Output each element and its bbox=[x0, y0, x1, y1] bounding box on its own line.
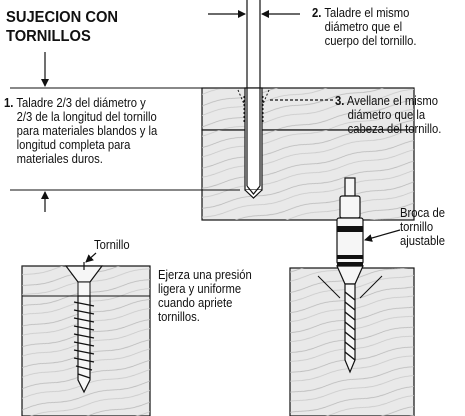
step-1-line-2: 2/3 de la longitud del tornillo bbox=[16, 110, 157, 124]
pressure-note-line-4: tornillos. bbox=[158, 310, 200, 324]
step-1-line-3: para materiales blandos y la bbox=[16, 124, 158, 138]
depth-dimension bbox=[10, 52, 240, 212]
step-2-number: 2. bbox=[312, 6, 322, 20]
adjustable-screw-bit bbox=[317, 177, 383, 374]
screw-leader bbox=[85, 252, 97, 263]
pressure-note-line-1: Ejerza una presión bbox=[158, 268, 252, 282]
step-1-number: 1. bbox=[4, 96, 14, 110]
top-wood-block bbox=[201, 87, 415, 221]
bit-label-line-3: ajustable bbox=[400, 234, 446, 248]
step-3-text: 3. Avellane el mismo diámetro que la cab… bbox=[335, 94, 441, 136]
diagram-title: SUJECION CON TORNILLOS bbox=[6, 8, 118, 46]
step-3-line-3: cabeza del tornillo. bbox=[347, 122, 442, 136]
screw bbox=[64, 262, 104, 394]
step-2-line-3: cuerpo del tornillo. bbox=[324, 34, 417, 48]
countersink-dashed bbox=[237, 89, 270, 122]
title-line-2: TORNILLOS bbox=[6, 28, 91, 45]
step-3-line-1: Avellane el mismo bbox=[346, 94, 438, 108]
bit-label: Broca de tornillo ajustable bbox=[400, 206, 445, 248]
pilot-hole bbox=[244, 87, 263, 199]
step-1-line-1: Taladre 2/3 del diámetro y bbox=[16, 96, 146, 110]
pressure-note: Ejerza una presión ligera y uniforme cua… bbox=[158, 268, 252, 324]
step-2-text: 2. Taladre el mismo diámetro que el cuer… bbox=[312, 6, 417, 48]
pressure-note-line-2: ligera y uniforme bbox=[158, 282, 242, 296]
step-1-text: 1. Taladre 2/3 del diámetro y 2/3 de la … bbox=[4, 96, 157, 166]
pressure-note-line-3: cuando apriete bbox=[158, 296, 233, 310]
step-3-number: 3. bbox=[335, 94, 345, 108]
bit-leader bbox=[364, 229, 401, 242]
title-line-1: SUJECION CON bbox=[6, 9, 119, 26]
bit-label-line-1: Broca de bbox=[400, 206, 446, 220]
drill-bit-shank bbox=[246, 0, 261, 195]
step-2-line-2: diámetro que el bbox=[324, 20, 403, 34]
screw-label: Tornillo bbox=[94, 238, 130, 252]
bit-label-line-2: tornillo bbox=[400, 220, 434, 234]
step-1-line-5: materiales duros. bbox=[16, 152, 103, 166]
step-2-line-1: Taladre el mismo bbox=[324, 6, 410, 20]
step-1-line-4: longitud completa para bbox=[16, 138, 131, 152]
step-3-line-2: diámetro que la bbox=[347, 108, 426, 122]
